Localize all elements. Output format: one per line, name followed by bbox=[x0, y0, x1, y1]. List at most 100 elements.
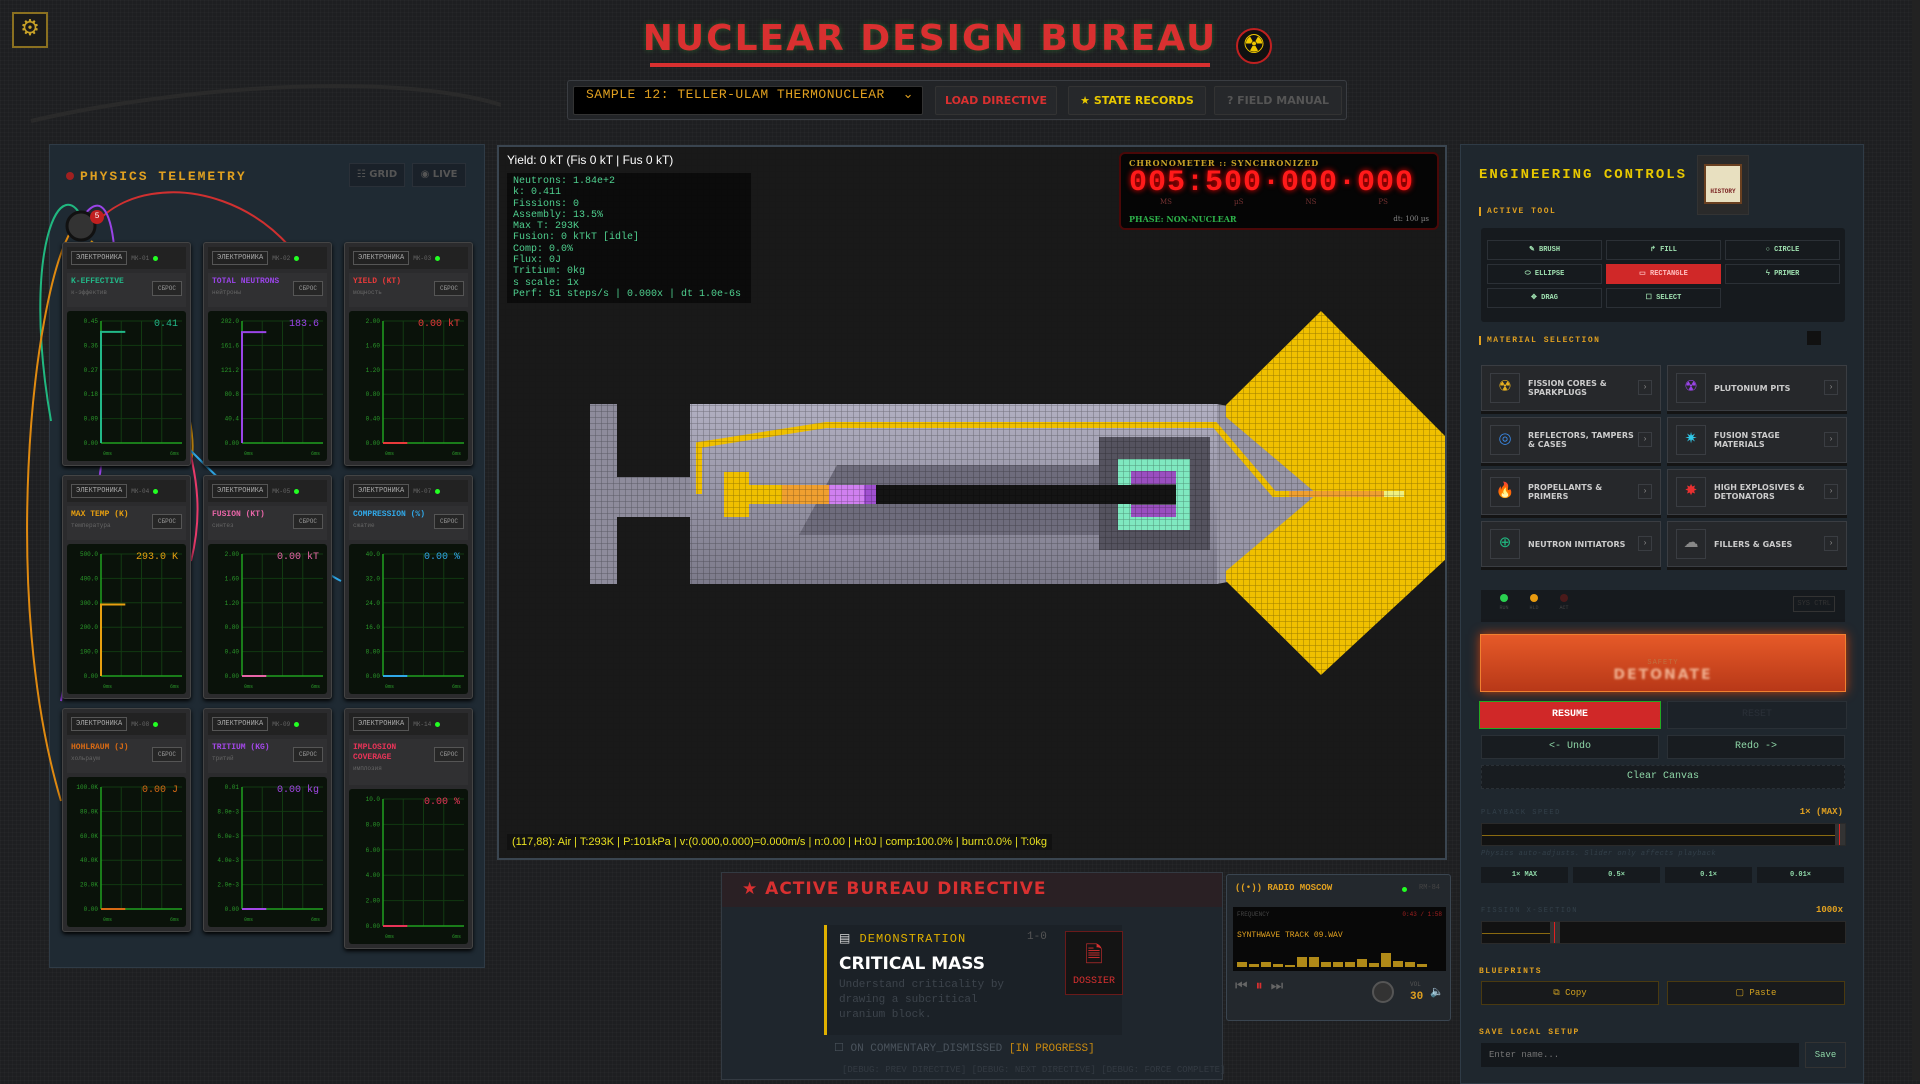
field-manual-button[interactable]: ? FIELD MANUAL bbox=[1214, 86, 1342, 115]
y-tick-label: 1.20 bbox=[225, 600, 240, 607]
chevron-right-icon[interactable]: › bbox=[1824, 484, 1838, 499]
dossier-button[interactable]: 🗎DOSSIER bbox=[1065, 931, 1123, 995]
reset-button[interactable]: СБРОС bbox=[151, 747, 182, 762]
reset-button[interactable]: СБРОС bbox=[433, 747, 464, 762]
design-drawing[interactable] bbox=[499, 147, 1445, 858]
resume-button[interactable]: RESUME bbox=[1479, 701, 1661, 729]
speaker-icon[interactable]: 🔈 bbox=[1430, 987, 1444, 999]
playback-speed-slider[interactable] bbox=[1481, 823, 1846, 846]
series-line bbox=[100, 603, 126, 676]
x-tick-label: 0ms bbox=[385, 451, 394, 457]
reset-button[interactable]: СБРОС bbox=[433, 281, 464, 296]
reset-button[interactable]: СБРОС bbox=[292, 747, 323, 762]
save-button[interactable]: Save bbox=[1805, 1042, 1846, 1068]
document-icon: 🗎 bbox=[1085, 944, 1103, 969]
radio-title: ((•)) RADIO MOSCOW bbox=[1235, 883, 1333, 893]
tool-label: FILL bbox=[1660, 246, 1677, 254]
tool-circle[interactable]: ○ CIRCLE bbox=[1725, 240, 1840, 260]
material-category[interactable]: 🔥PROPELLANTS & PRIMERS› bbox=[1481, 469, 1661, 515]
state-records-button[interactable]: ★ STATE RECORDS bbox=[1068, 86, 1206, 115]
playback-speed-value: 1× (MAX) bbox=[1799, 807, 1843, 817]
material-category[interactable]: ⊕NEUTRON INITIATORS› bbox=[1481, 521, 1661, 567]
speed-preset-button[interactable]: 1× MAX bbox=[1481, 867, 1568, 883]
reset-button[interactable]: СБРОС bbox=[151, 281, 182, 296]
chronometer: CHRONOMETER :: SYNCHRONIZED 005:500·000·… bbox=[1119, 152, 1439, 230]
speed-preset-button[interactable]: 0.5× bbox=[1573, 867, 1660, 883]
chevron-right-icon[interactable]: › bbox=[1638, 432, 1652, 447]
slider-thumb[interactable] bbox=[1549, 922, 1560, 943]
material-category[interactable]: ☁FILLERS & GASES› bbox=[1667, 521, 1847, 567]
reset-button[interactable]: RESET bbox=[1667, 701, 1847, 729]
eq-bar bbox=[1261, 962, 1271, 967]
live-button[interactable]: ◉ LIVE bbox=[412, 163, 466, 187]
speed-preset-button[interactable]: 0.01× bbox=[1757, 867, 1844, 883]
chevron-right-icon[interactable]: › bbox=[1638, 484, 1652, 499]
next-track-icon[interactable]: ⏭ bbox=[1270, 979, 1292, 995]
x-tick-label: 0ms bbox=[103, 917, 112, 923]
panel-title: ENGINEERING CONTROLS bbox=[1479, 167, 1688, 183]
reset-button[interactable]: СБРОС bbox=[151, 514, 182, 529]
tool-drag[interactable]: ✥ DRAG bbox=[1487, 288, 1602, 308]
reset-button[interactable]: СБРОС bbox=[292, 514, 323, 529]
target-rings-icon: ◎ bbox=[1490, 425, 1520, 455]
x-tick-label: 6ms bbox=[170, 917, 179, 923]
y-tick-label: 400.0 bbox=[80, 575, 98, 582]
previous-track-icon[interactable]: ⏮ bbox=[1235, 979, 1256, 995]
copy-button[interactable]: ⧉ Copy bbox=[1481, 981, 1659, 1005]
slider-thumb[interactable] bbox=[1835, 824, 1845, 845]
simulation-canvas[interactable]: Yield: 0 kT (Fis 0 kT | Fus 0 kT) Neutro… bbox=[497, 145, 1447, 860]
model-label: МК-05 bbox=[272, 487, 291, 495]
tool-ellipse[interactable]: ⬭ ELLIPSE bbox=[1487, 264, 1602, 284]
material-category[interactable]: ☢FISSION CORES & SPARKPLUGS› bbox=[1481, 365, 1661, 411]
volume-knob[interactable] bbox=[1372, 981, 1394, 1003]
y-tick-label: 60.0K bbox=[80, 833, 98, 840]
history-clipboard-button[interactable]: HISTORY bbox=[1697, 155, 1749, 215]
material-category[interactable]: ◎REFLECTORS, TAMPERS & CASES› bbox=[1481, 417, 1661, 463]
chevron-right-icon[interactable]: › bbox=[1824, 536, 1838, 551]
settings-gear-button[interactable]: ⚙ bbox=[12, 12, 48, 48]
debug-links[interactable]: [DEBUG: PREV DIRECTIVE] [DEBUG: NEXT DIR… bbox=[842, 1065, 1226, 1075]
y-tick-label: 202.0 bbox=[221, 318, 239, 325]
speed-preset-button[interactable]: 0.1× bbox=[1665, 867, 1752, 883]
load-directive-button[interactable]: LOAD DIRECTIVE bbox=[935, 86, 1057, 115]
tool-select[interactable]: ☐ SELECT bbox=[1606, 288, 1721, 308]
tool-fill[interactable]: ↱ FILL bbox=[1606, 240, 1721, 260]
reset-button[interactable]: СБРОС bbox=[433, 514, 464, 529]
grid-button[interactable]: ☷ GRID bbox=[349, 163, 405, 187]
y-tick-label: 200.0 bbox=[80, 624, 98, 631]
redo-button[interactable]: Redo -> bbox=[1667, 735, 1845, 759]
setup-name-input[interactable] bbox=[1481, 1043, 1799, 1067]
material-category[interactable]: ✸HIGH EXPLOSIVES & DETONATORS› bbox=[1667, 469, 1847, 515]
chevron-right-icon[interactable]: › bbox=[1824, 380, 1838, 395]
page-scrollbar[interactable] bbox=[1912, 0, 1920, 1080]
undo-button[interactable]: <- Undo bbox=[1481, 735, 1659, 759]
fission-xsection-slider[interactable] bbox=[1481, 921, 1846, 944]
detonate-button[interactable]: SAFETY DETONATE bbox=[1480, 634, 1846, 692]
sample-select[interactable]: SAMPLE 12: TELLER-ULAM THERMONUCLEAR⌄ bbox=[573, 86, 923, 115]
reset-button[interactable]: СБРОС bbox=[292, 281, 323, 296]
clear-canvas-button[interactable]: Clear Canvas bbox=[1481, 765, 1845, 789]
tool-primer[interactable]: ϟ PRIMER bbox=[1725, 264, 1840, 284]
tool-rectangle[interactable]: ▭ RECTANGLE bbox=[1606, 264, 1721, 284]
chevron-right-icon[interactable]: › bbox=[1824, 432, 1838, 447]
material-category[interactable]: ☢PLUTONIUM PITS› bbox=[1667, 365, 1847, 411]
unit-ms: MS bbox=[1160, 198, 1172, 206]
tool-brush[interactable]: ✎ BRUSH bbox=[1487, 240, 1602, 260]
module-title: TRITIUM (KG) bbox=[212, 743, 270, 752]
module-title: YIELD (KT) bbox=[353, 277, 402, 286]
select-icon: ☐ bbox=[1645, 294, 1652, 302]
cell-info-bar: (117,88): Air | T:293K | P:101kPa | v:(0… bbox=[507, 834, 1052, 850]
eq-bar bbox=[1369, 963, 1379, 967]
sample-select-value: SAMPLE 12: TELLER-ULAM THERMONUCLEAR bbox=[586, 87, 885, 102]
model-label: МК-09 bbox=[272, 720, 291, 728]
expand-icon[interactable] bbox=[1807, 331, 1821, 345]
material-category[interactable]: ✷FUSION STAGE MATERIALS› bbox=[1667, 417, 1847, 463]
chevron-right-icon[interactable]: › bbox=[1638, 380, 1652, 395]
chevron-right-icon[interactable]: › bbox=[1638, 536, 1652, 551]
eq-bar bbox=[1357, 959, 1367, 967]
paste-button[interactable]: ▢ Paste bbox=[1667, 981, 1845, 1005]
commentary-checkbox[interactable]: ☐ ON COMMENTARY_DISMISSED bbox=[834, 1043, 1003, 1055]
pause-icon[interactable]: ⏸ bbox=[1255, 979, 1271, 995]
